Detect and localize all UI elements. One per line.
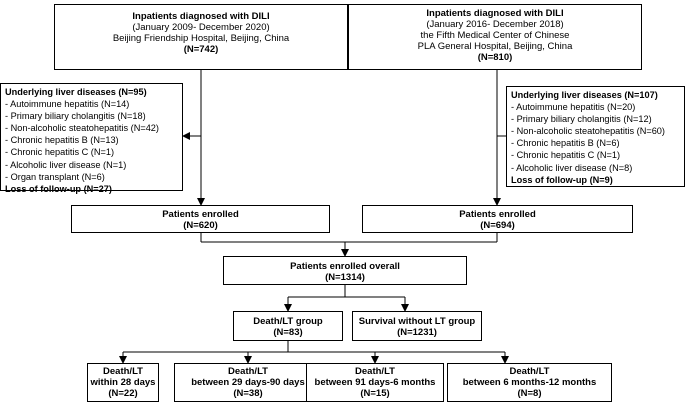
enrolled-left-label: Patients enrolled [162, 209, 239, 220]
enrolled-overall-n: (N=1314) [325, 272, 365, 283]
enrolled-right-n: (N=694) [480, 220, 515, 231]
outcome-1-line1: Death/LT [103, 366, 143, 377]
enrolled-box-right: Patients enrolled (N=694) [362, 205, 633, 233]
enrolled-right-label: Patients enrolled [459, 209, 536, 220]
death-group-box: Death/LT group (N=83) [233, 311, 343, 341]
outcome-2-n: (N=38) [233, 388, 263, 399]
outcome-1-n: (N=22) [108, 388, 138, 399]
outcome-box-4: Death/LT between 6 months-12 months (N=8… [447, 363, 612, 402]
exclusion-right-item: - Non-alcoholic steatohepatitis (N=60) [511, 126, 665, 137]
exclusion-left-item: - Organ transplant (N=6) [5, 171, 105, 182]
source-box-right: Inpatients diagnosed with DILI (January … [348, 4, 642, 70]
exclusion-left-item: - Primary biliary cholangitis (N=18) [5, 111, 146, 122]
outcome-3-n: (N=15) [360, 388, 390, 399]
exclusion-right-item: - Autoimmune hepatitis (N=20) [511, 102, 636, 113]
outcome-2-line1: Death/LT [228, 366, 268, 377]
exclusion-left-item: - Chronic hepatitis C (N=1) [5, 147, 115, 158]
enrolled-overall-label: Patients enrolled overall [290, 261, 400, 272]
outcome-3-line1: Death/LT [355, 366, 395, 377]
exclusion-right-header: Underlying liver diseases (N=107) [511, 90, 658, 100]
exclusion-right-item: - Alcoholic liver disease (N=8) [511, 162, 633, 173]
source-right-title: Inpatients diagnosed with DILI [426, 8, 564, 19]
source-right-hospital-line1: the Fifth Medical Center of Chinese [420, 30, 570, 41]
exclusion-left-item: - Alcoholic liver disease (N=1) [5, 159, 127, 170]
outcome-box-3: Death/LT between 91 days-6 months (N=15) [306, 363, 444, 402]
outcome-1-line2: within 28 days [90, 377, 156, 388]
survival-group-box: Survival without LT group (N=1231) [352, 311, 482, 341]
exclusion-right-item: - Chronic hepatitis B (N=6) [511, 138, 620, 149]
exclusion-left-item: - Autoimmune hepatitis (N=14) [5, 99, 130, 110]
exclusion-left-footer: Loss of follow-up (N=27) [5, 183, 112, 194]
source-left-n: (N=742) [183, 44, 219, 55]
enrolled-left-n: (N=620) [183, 220, 218, 231]
outcome-box-1: Death/LT within 28 days (N=22) [87, 363, 159, 402]
exclusion-right-footer: Loss of follow-up (N=9) [511, 174, 613, 185]
source-left-period: (January 2009- December 2020) [132, 22, 270, 33]
survival-group-label: Survival without LT group [358, 316, 476, 327]
source-left-hospital: Beijing Friendship Hospital, Beijing, Ch… [112, 33, 290, 44]
source-right-period: (January 2016- December 2018) [426, 19, 564, 30]
source-left-title: Inpatients diagnosed with DILI [132, 11, 270, 22]
exclusion-right-item: - Primary biliary cholangitis (N=12) [511, 114, 652, 125]
exclusion-right-item: - Chronic hepatitis C (N=1) [511, 150, 621, 161]
outcome-3-line2: between 91 days-6 months [314, 377, 436, 388]
source-right-n: (N=810) [477, 52, 513, 63]
outcome-4-line2: between 6 months-12 months [462, 377, 597, 388]
outcome-4-n: (N=8) [517, 388, 542, 399]
outcome-2-line2: between 29 days-90 days [191, 377, 305, 388]
exclusion-box-left: Underlying liver diseases (N=95) - Autoi… [0, 83, 183, 194]
source-box-left: Inpatients diagnosed with DILI (January … [54, 4, 348, 70]
exclusion-left-item: - Chronic hepatitis B (N=13) [5, 135, 119, 146]
enrolled-overall-box: Patients enrolled overall (N=1314) [223, 256, 467, 285]
survival-group-n: (N=1231) [397, 327, 437, 338]
death-group-label: Death/LT group [253, 316, 323, 327]
death-group-n: (N=83) [273, 327, 303, 338]
exclusion-left-header: Underlying liver diseases (N=95) [5, 87, 147, 97]
exclusion-left-item: - Non-alcoholic steatohepatitis (N=42) [5, 123, 159, 134]
exclusion-box-right: Underlying liver diseases (N=107) - Auto… [506, 86, 685, 187]
source-right-hospital-line2: PLA General Hospital, Beijing, China [417, 41, 573, 52]
enrolled-box-left: Patients enrolled (N=620) [71, 205, 330, 233]
outcome-box-2: Death/LT between 29 days-90 days (N=38) [174, 363, 322, 402]
outcome-4-line1: Death/LT [509, 366, 550, 377]
